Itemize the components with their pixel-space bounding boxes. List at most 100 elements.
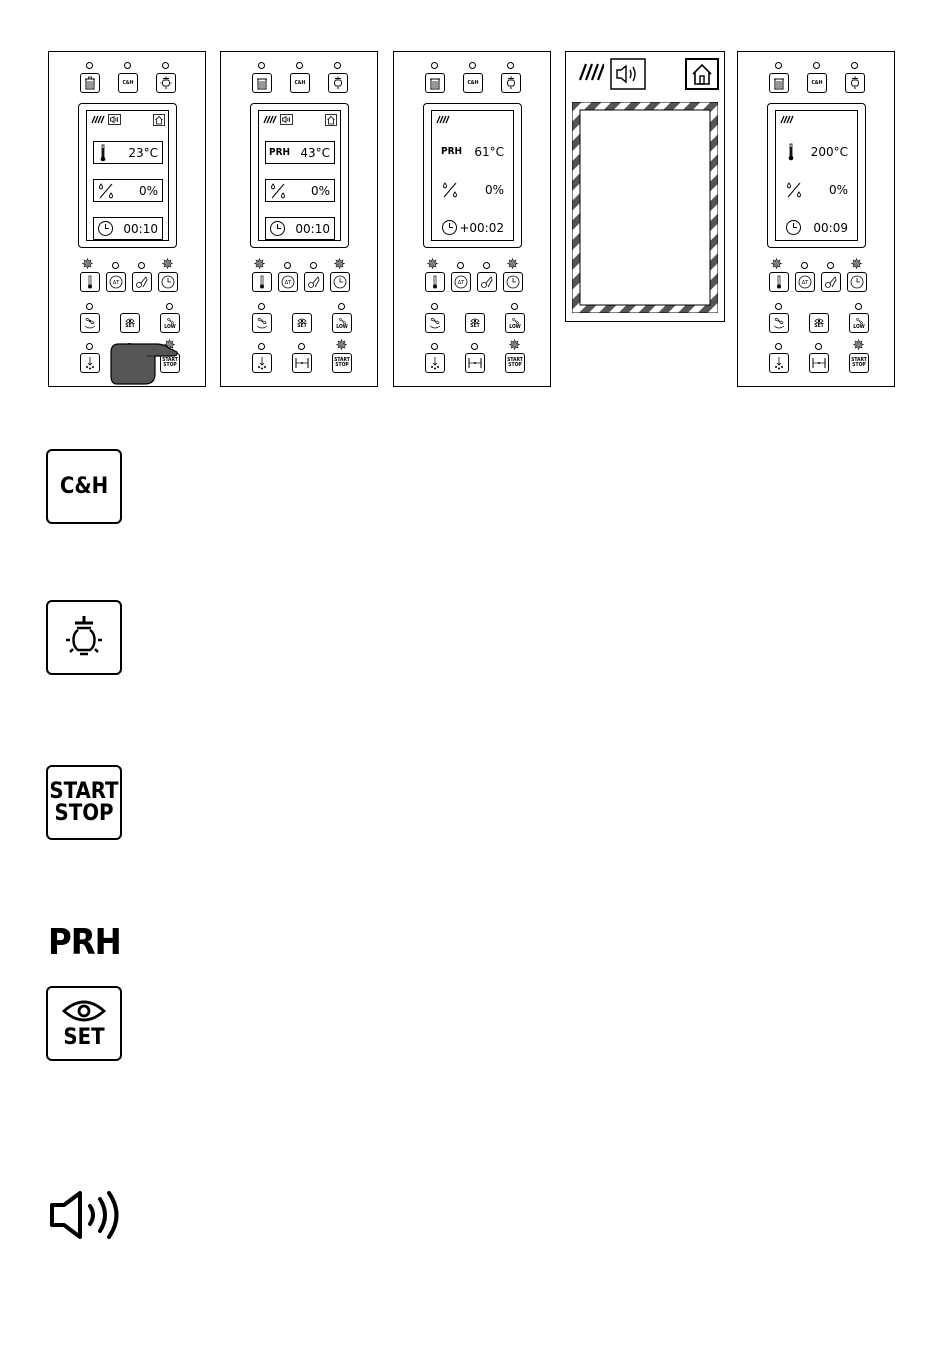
light-button[interactable] <box>845 73 865 93</box>
timer-button[interactable] <box>330 272 350 292</box>
ch-button[interactable]: C&H <box>463 73 483 93</box>
door-open-icon <box>295 357 309 369</box>
steam-button[interactable] <box>425 353 445 373</box>
timer-button[interactable] <box>158 272 178 292</box>
svg-text:ΔT: ΔT <box>113 280 120 286</box>
active-led-star: ✵ <box>252 257 267 272</box>
fan-reverse-button[interactable] <box>252 313 272 333</box>
ch-button[interactable]: C&H <box>807 73 827 93</box>
humidity-row: 0% <box>782 179 852 202</box>
door-open-icon <box>468 357 482 369</box>
steam-button[interactable] <box>252 353 272 373</box>
led <box>334 62 341 69</box>
stop-label: STOP <box>335 363 348 368</box>
fan-reverse-button[interactable] <box>80 313 100 333</box>
probe-button[interactable] <box>304 272 324 292</box>
fan-low-button[interactable]: LOW <box>160 313 180 333</box>
delta-t-button[interactable]: ΔT <box>451 272 471 292</box>
humidity-value: 0% <box>829 183 848 197</box>
delta-t-icon: ΔT <box>281 275 295 289</box>
thermometer-button[interactable] <box>252 272 272 292</box>
active-led-star: ✵ <box>851 338 866 353</box>
thermometer-button[interactable] <box>80 272 100 292</box>
trash-button[interactable] <box>769 73 789 93</box>
led <box>166 303 173 310</box>
set-button[interactable]: SET <box>465 313 485 333</box>
led <box>775 343 782 350</box>
led <box>124 62 131 69</box>
ch-label: C&H <box>468 81 479 86</box>
ch-label: C&H <box>812 81 823 86</box>
set-button[interactable]: SET <box>120 313 140 333</box>
thermometer-button[interactable] <box>769 272 789 292</box>
led <box>469 62 476 69</box>
fan-reverse-button[interactable] <box>769 313 789 333</box>
light-button[interactable] <box>156 73 176 93</box>
humidity-row: 0% <box>438 179 508 202</box>
probe-button[interactable] <box>477 272 497 292</box>
heating-icon <box>91 115 105 124</box>
delta-t-button[interactable]: ΔT <box>106 272 126 292</box>
light-button[interactable] <box>501 73 521 93</box>
fan-low-button[interactable]: LOW <box>505 313 525 333</box>
led <box>298 343 305 350</box>
delta-t-button[interactable]: ΔT <box>278 272 298 292</box>
cooling-button[interactable] <box>465 353 485 373</box>
low-label: LOW <box>509 325 520 330</box>
display-screen: PRH 43°C 0% 00:10 <box>250 103 349 248</box>
probe-button[interactable] <box>821 272 841 292</box>
thermometer-icon <box>100 144 106 162</box>
display-screen: 23°C 0% 00:10 <box>78 103 177 248</box>
set-button[interactable]: SET <box>292 313 312 333</box>
humidity-icon <box>269 182 287 200</box>
led <box>801 262 808 269</box>
cooling-button[interactable] <box>292 353 312 373</box>
set-button[interactable]: SET <box>809 313 829 333</box>
temperature-value: 61°C <box>474 145 504 159</box>
cooling-button[interactable] <box>809 353 829 373</box>
steam-button[interactable] <box>769 353 789 373</box>
probe-icon <box>135 275 149 289</box>
probe-button[interactable] <box>132 272 152 292</box>
humidity-value: 0% <box>485 183 504 197</box>
active-led-star: ✵ <box>160 257 175 272</box>
ch-button[interactable]: C&H <box>290 73 310 93</box>
heating-icon <box>436 115 450 124</box>
trash-icon <box>773 76 785 90</box>
clock-icon <box>97 220 114 237</box>
ch-button[interactable]: C&H <box>118 73 138 93</box>
trash-button[interactable] <box>252 73 272 93</box>
steam-icon <box>84 356 96 370</box>
timer-button[interactable] <box>847 272 867 292</box>
thermometer-button[interactable] <box>425 272 445 292</box>
clock-icon <box>269 220 286 237</box>
set-label: SET <box>470 324 479 329</box>
fan-reverse-button[interactable] <box>425 313 445 333</box>
trash-button[interactable] <box>80 73 100 93</box>
thermometer-icon <box>87 275 93 289</box>
active-led-star: ✵ <box>80 257 95 272</box>
heating-icon <box>263 115 277 124</box>
light-button[interactable] <box>328 73 348 93</box>
fan-low-button[interactable]: LOW <box>849 313 869 333</box>
fan-low-button[interactable]: LOW <box>332 313 352 333</box>
steam-button[interactable] <box>80 353 100 373</box>
light-bulb-icon <box>64 614 104 662</box>
low-label: LOW <box>853 325 864 330</box>
temperature-row: 23°C <box>93 141 163 164</box>
control-panel-3: C&H PRH 61°C 0% +00:02 ✵ ✵ <box>393 51 551 387</box>
legend-stop-label: STOP <box>54 803 113 825</box>
delta-t-button[interactable]: ΔT <box>795 272 815 292</box>
clock-icon <box>441 219 458 236</box>
led <box>112 262 119 269</box>
timer-button[interactable] <box>503 272 523 292</box>
trash-button[interactable] <box>425 73 445 93</box>
legend-ch-button: C&H <box>46 449 122 524</box>
pointing-hand-icon <box>107 334 179 386</box>
trash-icon <box>84 76 96 90</box>
steam-icon <box>256 356 268 370</box>
svg-text:ΔT: ΔT <box>285 280 292 286</box>
